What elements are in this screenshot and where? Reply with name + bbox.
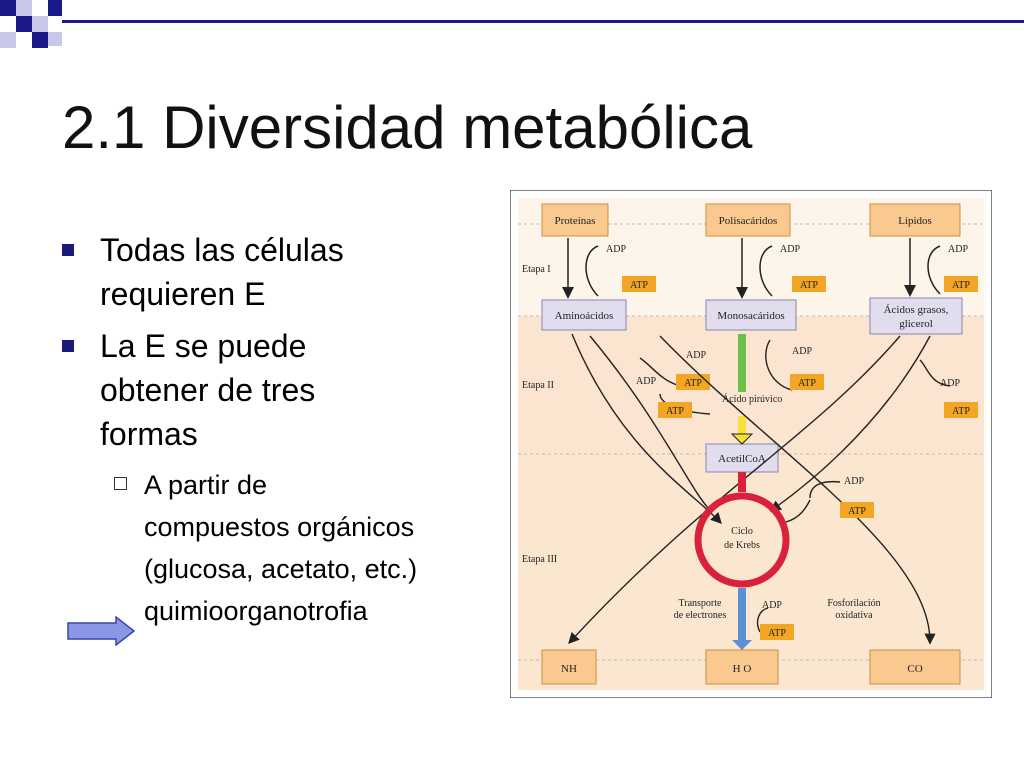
atp-badge bbox=[760, 624, 794, 640]
oxidativa-label: oxidativa bbox=[835, 610, 873, 621]
electrones-label: de electrones bbox=[674, 610, 727, 621]
h2o-box bbox=[705, 649, 779, 685]
bullet-2-line-3: formas bbox=[100, 416, 198, 452]
bullet-2: La E se puede obtener de tres formas bbox=[62, 324, 492, 456]
monosacaridos-box bbox=[705, 299, 797, 331]
stage-label: Etapa III bbox=[522, 554, 557, 565]
nh3-label: NH bbox=[561, 663, 577, 675]
corner-decoration bbox=[0, 0, 80, 60]
polisacaridos-label: Polisacáridos bbox=[719, 215, 778, 227]
sub-bullet-line-4: quimioorganotrofia bbox=[144, 596, 368, 626]
monosacaridos-label: Monosacáridos bbox=[717, 310, 784, 322]
co2-label: CO bbox=[907, 663, 922, 675]
stage-label: Etapa I bbox=[522, 264, 551, 275]
lipidos-box bbox=[869, 203, 961, 237]
bullet-1-line-1: Todas las células bbox=[100, 232, 344, 268]
adp-label: ADP bbox=[780, 244, 800, 255]
atp-label: ATP bbox=[666, 406, 684, 417]
atp-label: ATP bbox=[630, 280, 648, 291]
right-arrow-icon bbox=[67, 616, 136, 646]
atp-label: ATP bbox=[952, 280, 970, 291]
glicerol-label: glicerol bbox=[899, 318, 933, 330]
title-rule bbox=[62, 20, 1024, 23]
nh3-box bbox=[541, 649, 597, 685]
atp-label: ATP bbox=[952, 406, 970, 417]
atp-label: ATP bbox=[684, 378, 702, 389]
aminoacidos-label: Aminoácidos bbox=[555, 310, 614, 322]
atp-label: ATP bbox=[848, 506, 866, 517]
atp-badge bbox=[790, 374, 824, 390]
adp-label: ADP bbox=[792, 346, 812, 357]
atp-badge bbox=[676, 374, 710, 390]
adp-label: ADP bbox=[686, 350, 706, 361]
polisacaridos-box bbox=[705, 203, 791, 237]
sub-bullet-line-3: (glucosa, acetato, etc.) bbox=[144, 554, 418, 584]
atp-badge bbox=[792, 276, 826, 292]
adp-label: ADP bbox=[762, 600, 782, 611]
krebs-label-2: de Krebs bbox=[724, 540, 760, 551]
atp-badge bbox=[658, 402, 692, 418]
bullet-2-line-1: La E se puede bbox=[100, 328, 307, 364]
bullet-square-icon bbox=[62, 244, 74, 256]
adp-label: ADP bbox=[948, 244, 968, 255]
sub-bullet-line-1: A partir de bbox=[144, 470, 268, 500]
atp-badge bbox=[944, 402, 978, 418]
electron-transport-bar bbox=[738, 588, 746, 644]
atp-badge bbox=[840, 502, 874, 518]
stage-2-band bbox=[518, 316, 984, 454]
co2-box bbox=[869, 649, 961, 685]
krebs-cycle bbox=[694, 492, 790, 588]
bullet-1-line-2: requieren E bbox=[100, 276, 266, 312]
acido-piruvico-label: Ácido pirúvico bbox=[722, 393, 782, 405]
adp-label: ADP bbox=[844, 476, 864, 487]
krebs-label-1: Ciclo bbox=[731, 526, 753, 537]
bullet-list: Todas las células requieren E La E se pu… bbox=[62, 228, 492, 632]
metabolism-diagram: Etapa I Etapa II Etapa III Proteínas Pol… bbox=[510, 190, 992, 698]
aminoacidos-box bbox=[541, 299, 627, 331]
sub-bullet: A partir de compuestos orgánicos (glucos… bbox=[62, 464, 492, 632]
adp-label: ADP bbox=[606, 244, 626, 255]
proteinas-label: Proteínas bbox=[555, 215, 596, 227]
acetilcoa-label: AcetilCoA bbox=[718, 453, 766, 465]
pyruvate-bar bbox=[738, 416, 746, 438]
atp-badge bbox=[944, 276, 978, 292]
lipidos-label: Lípidos bbox=[898, 215, 932, 227]
acidos-grasos-label: Ácidos grasos, bbox=[884, 304, 949, 316]
h2o-label: H O bbox=[733, 663, 752, 675]
atp-label: ATP bbox=[800, 280, 818, 291]
sub-bullet-line-2: compuestos orgánicos bbox=[144, 512, 415, 542]
atp-label: ATP bbox=[768, 628, 786, 639]
fosforilacion-label: Fosforilación bbox=[827, 598, 880, 609]
proteinas-box bbox=[541, 203, 609, 237]
stage-label: Etapa II bbox=[522, 380, 554, 391]
atp-badge bbox=[622, 276, 656, 292]
slide-title: 2.1 Diversidad metabólica bbox=[62, 94, 753, 161]
bullet-2-line-2: obtener de tres bbox=[100, 372, 316, 408]
adp-label: ADP bbox=[940, 378, 960, 389]
atp-label: ATP bbox=[798, 378, 816, 389]
transporte-label: Transporte bbox=[679, 598, 723, 609]
glycolysis-bar bbox=[738, 334, 746, 392]
adp-label: ADP bbox=[636, 376, 656, 387]
bullet-1: Todas las células requieren E bbox=[62, 228, 492, 316]
hollow-square-bullet-icon bbox=[114, 477, 127, 490]
acidos-grasos-box bbox=[869, 297, 963, 335]
bullet-square-icon bbox=[62, 340, 74, 352]
